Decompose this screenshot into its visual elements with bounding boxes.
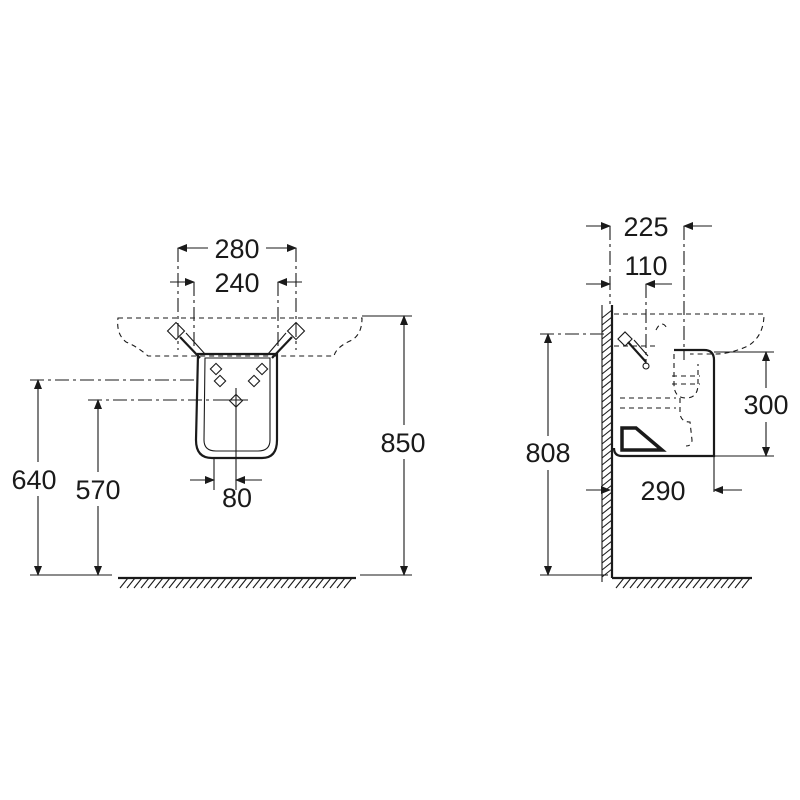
dim-850-label: 850 xyxy=(380,428,425,458)
pedestal-inner-front xyxy=(203,357,271,452)
fittings-front-icon xyxy=(209,362,269,412)
floor-side xyxy=(612,576,752,589)
wall-side xyxy=(601,305,614,582)
pedestal-side xyxy=(612,348,716,458)
dim-240-label: 240 xyxy=(214,268,259,298)
dim-80-label: 80 xyxy=(222,483,252,513)
valve-side-icon xyxy=(617,331,650,370)
basin-outline-side xyxy=(614,313,765,355)
dim-300-label: 300 xyxy=(743,390,788,420)
front-view: 280 240 80 640 570 850 xyxy=(6,234,434,589)
valve-left-icon xyxy=(166,321,206,359)
dim-225-label: 225 xyxy=(623,212,668,242)
dim-640-label: 640 xyxy=(11,465,56,495)
basin-outline-front xyxy=(117,317,363,357)
floor-front xyxy=(118,576,356,589)
pedestal-foot-side xyxy=(620,426,667,452)
dim-110-label: 110 xyxy=(624,251,667,281)
dim-280-label: 280 xyxy=(214,234,259,264)
pedestal-front xyxy=(194,352,279,460)
valve-right-icon xyxy=(267,321,306,359)
trap-icon xyxy=(620,354,700,447)
side-view: 225 110 808 300 290 xyxy=(516,212,796,589)
dim-290-label: 290 xyxy=(640,476,685,506)
dim-808-label: 808 xyxy=(525,438,570,468)
dim-570-label: 570 xyxy=(75,475,120,505)
